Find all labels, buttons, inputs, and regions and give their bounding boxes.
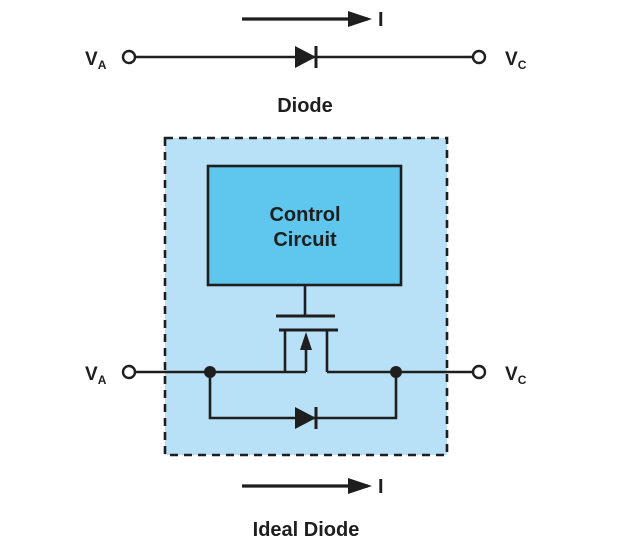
ideal-current-arrowhead bbox=[348, 478, 372, 494]
ideal-terminal-left bbox=[121, 364, 137, 380]
top-current-label: I bbox=[378, 9, 384, 31]
control-circuit-label-line2: Circuit bbox=[273, 229, 337, 251]
junction-right bbox=[390, 366, 402, 378]
ideal-diode-group: Control Circuit VA VC bbox=[85, 136, 527, 541]
top-current-arrowhead bbox=[348, 11, 372, 27]
top-terminal-left bbox=[121, 49, 137, 65]
top-diode-icon bbox=[295, 46, 316, 68]
top-terminal-right bbox=[471, 49, 487, 65]
control-circuit-label-line1: Control bbox=[269, 204, 340, 226]
ideal-va-label: VA bbox=[85, 364, 107, 387]
bypass-diode-icon bbox=[295, 407, 316, 429]
top-vc-label: VC bbox=[505, 49, 527, 72]
top-caption: Diode bbox=[277, 95, 333, 117]
top-diode-group: I VA VC Diode bbox=[85, 9, 527, 117]
ideal-vc-label: VC bbox=[505, 364, 527, 387]
mosfet-body-arrow-icon bbox=[300, 332, 312, 350]
junction-left bbox=[204, 366, 216, 378]
ideal-current-label: I bbox=[378, 476, 384, 498]
top-va-label: VA bbox=[85, 49, 107, 72]
ideal-terminal-right bbox=[471, 364, 487, 380]
ideal-caption: Ideal Diode bbox=[253, 519, 360, 541]
